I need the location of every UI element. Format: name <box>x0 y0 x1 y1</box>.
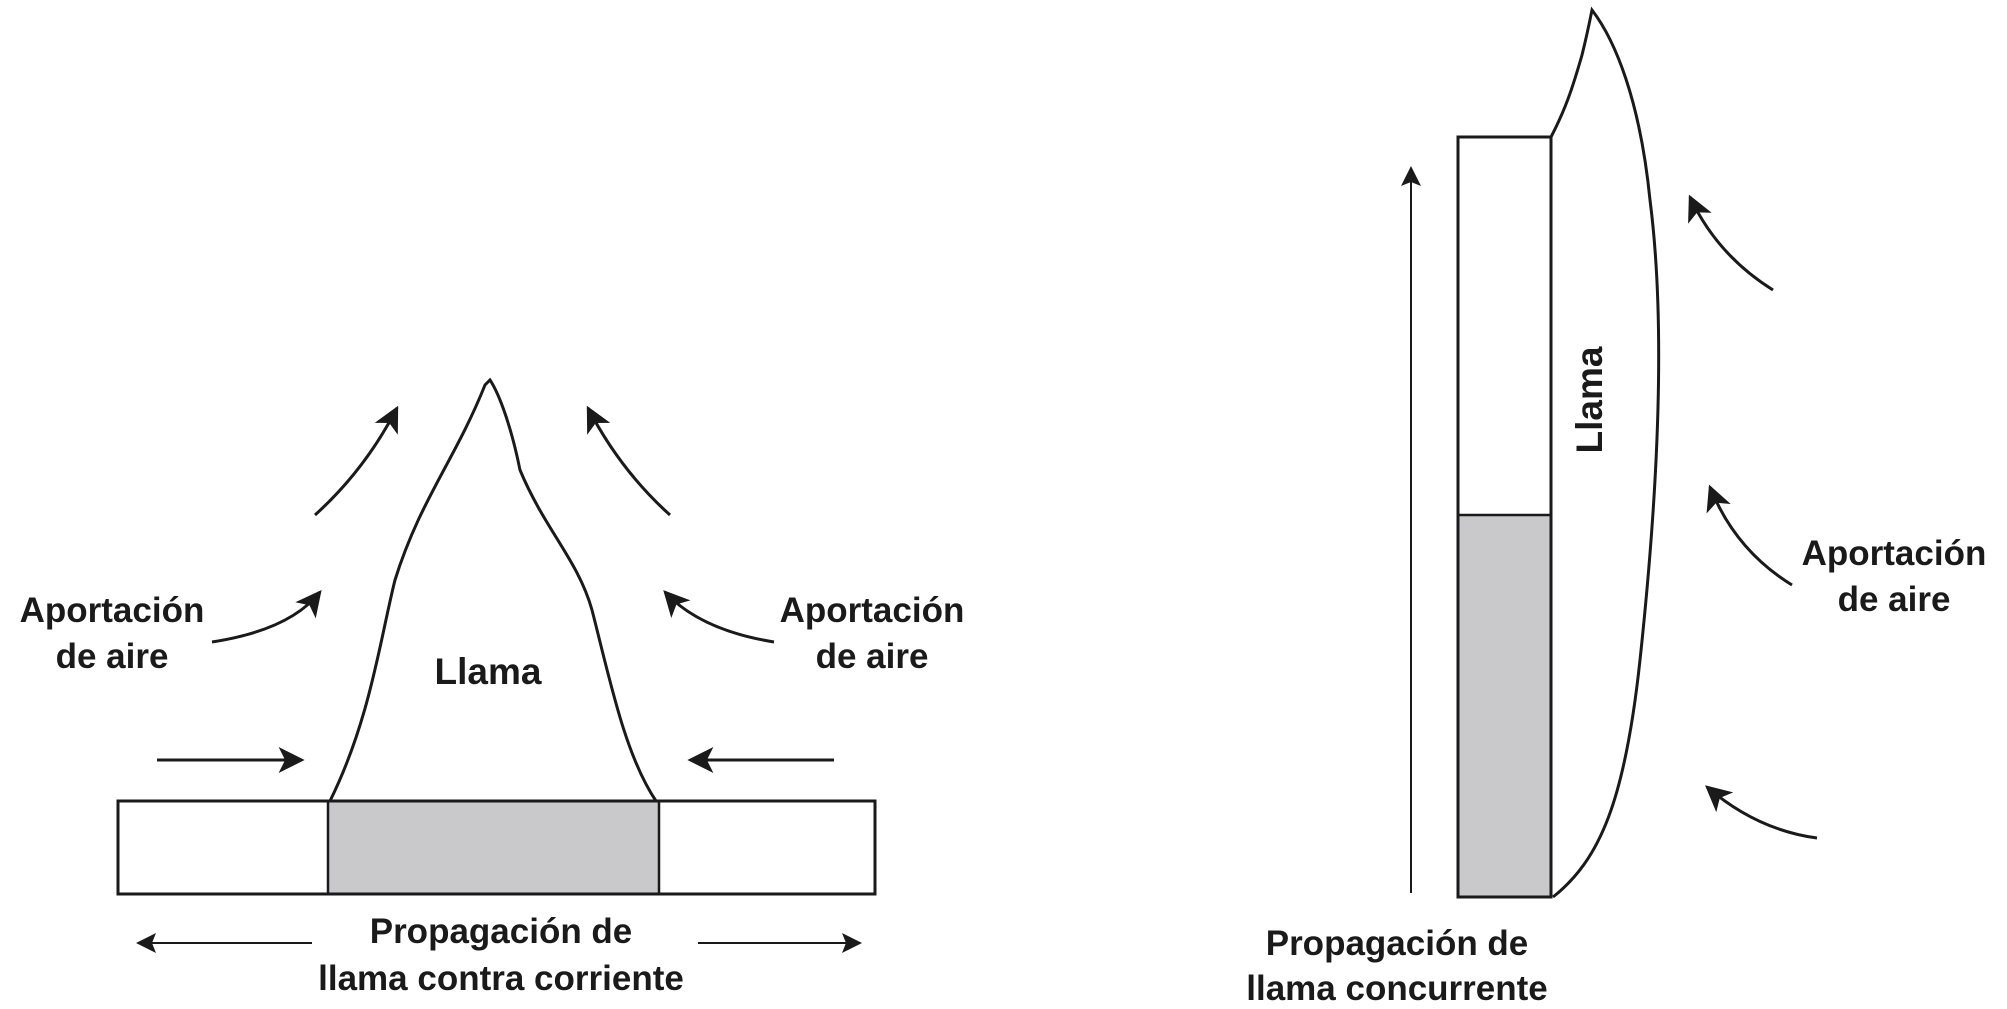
fuel-strip <box>116 799 877 896</box>
air-arrow-right-mid <box>1706 484 1793 587</box>
burning-zone-vertical <box>1458 515 1551 897</box>
air-supply-label-left-line1: Aportación <box>20 591 205 630</box>
flame-outline-vertical <box>1549 6 1661 899</box>
air-arrow-right-top <box>1688 194 1774 292</box>
counter-current-diagram: Llama Aportación de aire Aportación de a… <box>20 377 965 998</box>
air-supply-label-right-line1: Aportación <box>780 591 965 630</box>
caption-left-line2: llama contra corriente <box>318 959 684 998</box>
air-supply-label-left-line2: de aire <box>56 637 169 676</box>
fuel-strip-vertical <box>1456 135 1553 899</box>
air-arrow-upper-left <box>313 405 399 517</box>
air-arrow-mid-right <box>663 590 775 644</box>
flame-outline <box>328 377 658 802</box>
air-supply-label-vertical-line2: de aire <box>1838 580 1951 619</box>
burning-zone <box>328 801 659 894</box>
air-supply-label-right-line2: de aire <box>816 637 929 676</box>
air-arrow-right-bottom <box>1705 785 1818 840</box>
concurrent-diagram: Llama Aportación de aire Propagación de … <box>1246 6 1987 1008</box>
caption-right-line2: llama concurrente <box>1246 969 1548 1008</box>
caption-left-line1: Propagación de <box>370 912 633 951</box>
air-arrow-mid-left <box>211 589 322 644</box>
air-supply-label-vertical-line1: Aportación <box>1802 534 1987 573</box>
caption-right-line1: Propagación de <box>1266 924 1529 963</box>
flame-label-right: Llama <box>1569 346 1610 453</box>
air-arrow-upper-right <box>586 405 672 517</box>
flame-label-left: Llama <box>435 651 542 692</box>
